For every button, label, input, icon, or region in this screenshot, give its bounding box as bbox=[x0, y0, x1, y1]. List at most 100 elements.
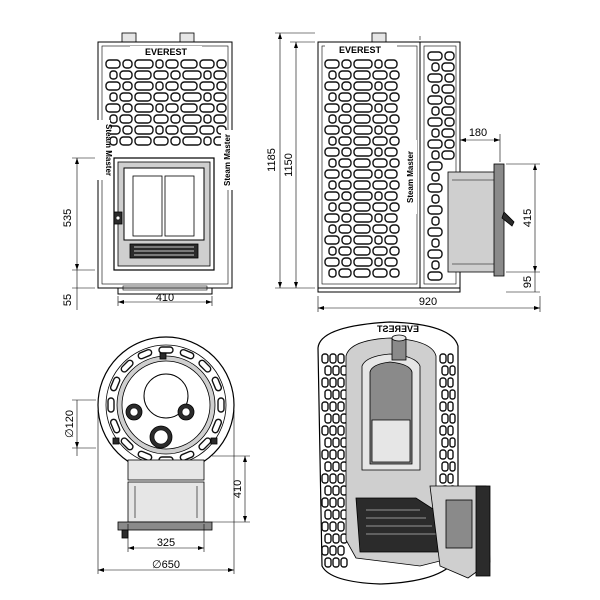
cladding-slot bbox=[427, 205, 443, 215]
cladding-slot bbox=[374, 213, 383, 223]
ring-slot bbox=[179, 450, 195, 462]
front-lug-left bbox=[121, 32, 137, 43]
cladding-slot bbox=[165, 125, 179, 135]
side-brand-label: EVEREST bbox=[339, 45, 382, 55]
top-dim-flue-diameter: ∅120 bbox=[64, 410, 76, 438]
iso-slot bbox=[439, 425, 447, 436]
iso-slot bbox=[449, 437, 456, 448]
iso-slot bbox=[321, 521, 329, 532]
ring-slot bbox=[137, 450, 153, 462]
cutaway-cladding-slots bbox=[321, 353, 456, 568]
iso-slot bbox=[324, 509, 332, 520]
cladding-slot bbox=[384, 59, 398, 69]
front-door-glass-left bbox=[132, 175, 163, 237]
cladding-slot bbox=[165, 81, 179, 91]
cladding-slot bbox=[134, 81, 154, 91]
iso-slot bbox=[337, 449, 345, 460]
cladding-slot bbox=[384, 169, 398, 179]
cladding-slot bbox=[353, 158, 371, 168]
iso-slot bbox=[321, 401, 329, 412]
cladding-slot bbox=[213, 70, 227, 80]
iso-slot bbox=[329, 497, 337, 508]
iso-slot bbox=[329, 353, 337, 364]
cladding-slot bbox=[153, 70, 169, 80]
ring-slot bbox=[158, 346, 174, 354]
cladding-slot bbox=[374, 169, 383, 179]
cladding-slot bbox=[431, 238, 440, 248]
cladding-slot bbox=[182, 92, 202, 102]
iso-slot bbox=[332, 533, 340, 544]
cladding-slot bbox=[328, 92, 337, 102]
cladding-slot bbox=[134, 125, 154, 135]
iso-slot bbox=[324, 533, 332, 544]
iso-slot bbox=[337, 473, 345, 484]
cladding-slot bbox=[353, 191, 373, 201]
ring-slot bbox=[179, 348, 195, 360]
cladding-slot bbox=[324, 103, 340, 113]
iso-slot bbox=[447, 449, 454, 460]
iso-slot bbox=[332, 437, 340, 448]
cladding-slot bbox=[109, 114, 118, 124]
iso-slot bbox=[337, 521, 345, 532]
iso-slot bbox=[447, 425, 454, 436]
cladding-slot bbox=[374, 235, 383, 245]
cladding-slot bbox=[353, 125, 373, 135]
cladding-slot bbox=[374, 147, 383, 157]
cladding-slot bbox=[384, 125, 398, 135]
cladding-slot bbox=[374, 257, 383, 267]
cladding-slot bbox=[384, 81, 398, 91]
front-dim-base-height: 55 bbox=[62, 294, 74, 306]
iso-slot bbox=[439, 377, 447, 388]
ring-slot bbox=[109, 418, 121, 434]
cladding-slot bbox=[372, 268, 388, 278]
iso-slot bbox=[439, 449, 447, 460]
front-dim-width: 410 bbox=[156, 292, 174, 304]
cladding-slot bbox=[328, 202, 337, 212]
iso-slot bbox=[332, 389, 340, 400]
iso-slot bbox=[441, 461, 449, 472]
cladding-slot bbox=[328, 268, 337, 278]
cladding-slot bbox=[372, 92, 388, 102]
cladding-slot bbox=[328, 136, 337, 146]
cladding-slot bbox=[353, 257, 373, 267]
cladding-slot bbox=[119, 136, 133, 146]
front-dim-door-height: 535 bbox=[62, 209, 74, 227]
cladding-slot bbox=[328, 114, 337, 124]
iso-slot bbox=[337, 377, 345, 388]
cladding-slot bbox=[338, 70, 352, 80]
cladding-slot bbox=[353, 147, 373, 157]
cladding-slot bbox=[341, 257, 352, 267]
cladding-slot bbox=[324, 213, 340, 223]
iso-slot bbox=[324, 557, 332, 568]
cladding-slot bbox=[431, 150, 440, 160]
iso-slot bbox=[332, 461, 340, 472]
cladding-slot bbox=[199, 103, 215, 113]
iso-slot bbox=[447, 401, 454, 412]
ring-slot bbox=[137, 348, 153, 360]
cladding-slot bbox=[199, 59, 215, 69]
cladding-slot bbox=[389, 136, 400, 146]
iso-slot bbox=[324, 437, 332, 448]
cladding-slot bbox=[427, 73, 443, 83]
cladding-slot bbox=[328, 158, 337, 168]
cladding-slot bbox=[338, 136, 352, 146]
cladding-slot bbox=[431, 260, 440, 270]
cladding-slot bbox=[353, 169, 373, 179]
iso-slot bbox=[337, 425, 345, 436]
iso-slot bbox=[439, 353, 447, 364]
iso-slot bbox=[329, 449, 337, 460]
iso-slot bbox=[329, 473, 337, 484]
iso-slot bbox=[324, 389, 332, 400]
cladding-slot bbox=[153, 92, 169, 102]
cutaway-brand-label: EVEREST bbox=[376, 324, 419, 334]
ring-slot bbox=[198, 437, 212, 451]
ring-slot bbox=[120, 359, 134, 373]
cladding-slot bbox=[119, 70, 133, 80]
iso-slot bbox=[332, 365, 340, 376]
cladding-slot bbox=[134, 136, 152, 146]
side-dim-total-height: 1185 bbox=[266, 148, 278, 172]
side-tunnel bbox=[447, 171, 499, 273]
cladding-slot bbox=[341, 235, 352, 245]
iso-slot bbox=[332, 509, 340, 520]
